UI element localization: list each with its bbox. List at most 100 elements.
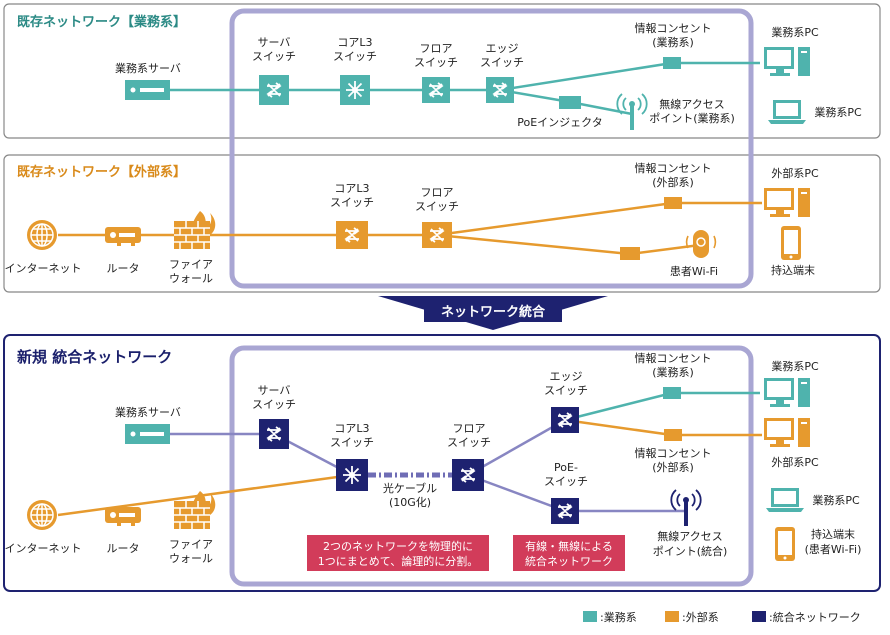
floor-switch-external-icon	[422, 222, 452, 248]
poe-injector-icon	[559, 96, 581, 109]
existing-core-group	[229, 8, 754, 289]
floor-switch-icon	[422, 77, 450, 103]
core-l3-switch-icon	[340, 75, 370, 105]
new-core-l3-label-2: スイッチ	[330, 436, 374, 449]
new-business-pc-label: 業務系PC	[771, 359, 819, 373]
new-carry-in-terminal-icon	[775, 527, 795, 561]
new-core-l3-label-1: コアL3	[334, 422, 369, 435]
wireless-ap-integrated-label-1: 無線アクセス	[657, 529, 722, 543]
business-pc-label: 業務系PC	[771, 25, 819, 39]
wireless-ap-integrated-label-2: ポイント(統合)	[653, 544, 728, 558]
new-carry-in-terminal-label-1: 持込端末	[811, 527, 855, 541]
new-outlet-external-label-1: 情報コンセント	[635, 447, 712, 460]
new-outlet-business-icon	[663, 387, 681, 399]
outlet-external-label-1: 情報コンセント	[635, 162, 712, 175]
optical-cable-label-1: 光ケーブル	[383, 481, 437, 495]
note-wired-line-1: 有線・無線による	[525, 539, 613, 553]
poe-switch-label-2: スイッチ	[544, 475, 588, 488]
new-core-group	[229, 345, 754, 587]
outlet-business-label-2: (業務系)	[652, 35, 694, 49]
new-edge-switch-icon	[551, 407, 579, 433]
new-edge-switch-label-1: エッジ	[550, 370, 583, 383]
new-firewall-label-2: ウォール	[169, 552, 213, 565]
new-server-switch-label-1: サーバ	[258, 384, 291, 397]
patient-wifi-label: 患者Wi-Fi	[670, 265, 718, 278]
carry-in-terminal-icon	[781, 226, 801, 260]
note-physical-line-1: 2つのネットワークを物理的に	[323, 539, 473, 553]
floor-switch-label-1: フロア	[420, 42, 453, 55]
floor-switch-label-2: スイッチ	[414, 56, 458, 69]
new-carry-in-terminal-label-2: (患者Wi-Fi)	[805, 543, 862, 556]
business-server-label: 業務系サーバ	[115, 61, 181, 75]
note-wired-box	[513, 535, 625, 571]
poe-switch-icon	[551, 498, 579, 524]
wireless-ap-integrated-icon	[670, 489, 702, 526]
firewall-label-2: ウォール	[169, 272, 213, 285]
integrated-business-lines	[564, 391, 760, 422]
poe-injector-label: PoEインジェクタ	[517, 116, 602, 129]
new-business-laptop-label: 業務系PC	[812, 493, 860, 507]
external-pc-label: 外部系PC	[771, 166, 819, 180]
firewall-label-1: ファイア	[169, 258, 213, 271]
floor-switch-external-label-2: スイッチ	[415, 200, 459, 213]
floor-switch-external-label-1: フロア	[421, 186, 454, 199]
integrated-lines	[170, 418, 686, 513]
new-router-label: ルータ	[107, 542, 140, 555]
section-title-integrated: 新規 統合ネットワーク	[17, 348, 172, 366]
section-title-external: 既存ネットワーク【外部系】	[17, 164, 186, 180]
new-firewall-label-1: ファイア	[169, 538, 213, 551]
note-physical-box	[307, 535, 489, 571]
note-wired-line-2: 統合ネットワーク	[525, 554, 613, 568]
external-pc-icon	[764, 188, 810, 217]
new-integrated-frame	[3, 334, 881, 592]
new-outlet-business-label-1: 情報コンセント	[635, 352, 712, 365]
patient-wifi-icon	[685, 230, 717, 258]
carry-in-terminal-label: 持込端末	[771, 263, 815, 277]
core-l3-label-1: コアL3	[337, 36, 372, 49]
server-switch-label-1: サーバ	[258, 36, 291, 49]
edge-switch-label-1: エッジ	[486, 42, 519, 55]
core-l3-switch-external-icon	[336, 221, 368, 249]
edge-switch-icon	[486, 77, 514, 103]
internet-globe-icon	[26, 219, 58, 251]
new-internet-label: インターネット	[5, 542, 82, 555]
optical-cable-label-2: (10G化)	[389, 495, 431, 509]
legend-external-swatch	[665, 611, 679, 622]
wireless-ap-business-label-2: ポイント(業務系)	[649, 111, 735, 125]
new-outlet-external-label-2: (外部系)	[652, 460, 694, 474]
integration-banner	[424, 300, 562, 322]
new-business-laptop-icon	[766, 488, 804, 512]
poe-switch-label-1: PoE-	[554, 461, 578, 474]
wireless-ap-business-label-1: 無線アクセス	[659, 97, 724, 111]
legend-integrated-swatch	[752, 611, 766, 622]
legend-business-swatch	[583, 611, 597, 622]
new-server-switch-icon	[259, 419, 289, 449]
business-laptop-icon	[768, 100, 806, 124]
new-business-pc-icon	[764, 378, 810, 407]
core-l3-external-label-1: コアL3	[334, 182, 369, 195]
legend-external-label: :外部系	[682, 610, 719, 624]
outlet-external-label-2: (外部系)	[652, 175, 694, 189]
business-laptop-label: 業務系PC	[814, 105, 862, 119]
core-l3-external-label-2: スイッチ	[330, 196, 374, 209]
outlet-business-label-1: 情報コンセント	[635, 22, 712, 35]
new-outlet-business-label-2: (業務系)	[652, 365, 694, 379]
note-physical-line-2: 1つにまとめて、論理的に分割。	[318, 554, 478, 568]
existing-business-frame	[3, 3, 881, 139]
new-floor-switch-icon	[452, 459, 484, 491]
server-switch-label-2: スイッチ	[252, 50, 296, 63]
new-floor-switch-label-2: スイッチ	[447, 436, 491, 449]
new-internet-globe-icon	[26, 499, 58, 531]
new-external-pc-label: 外部系PC	[771, 455, 819, 469]
new-floor-switch-label-1: フロア	[453, 422, 486, 435]
legend-integrated-label: :統合ネットワーク	[769, 610, 861, 624]
server-switch-icon	[259, 75, 289, 105]
business-pc-icon	[764, 47, 810, 76]
new-server-switch-label-2: スイッチ	[252, 398, 296, 411]
edge-switch-label-2: スイッチ	[480, 56, 524, 69]
new-edge-switch-label-2: スイッチ	[544, 384, 588, 397]
new-external-pc-icon	[764, 418, 810, 447]
external-injector-icon	[620, 247, 640, 260]
wireless-ap-business-icon	[616, 93, 648, 130]
new-business-server-label: 業務系サーバ	[115, 405, 181, 419]
